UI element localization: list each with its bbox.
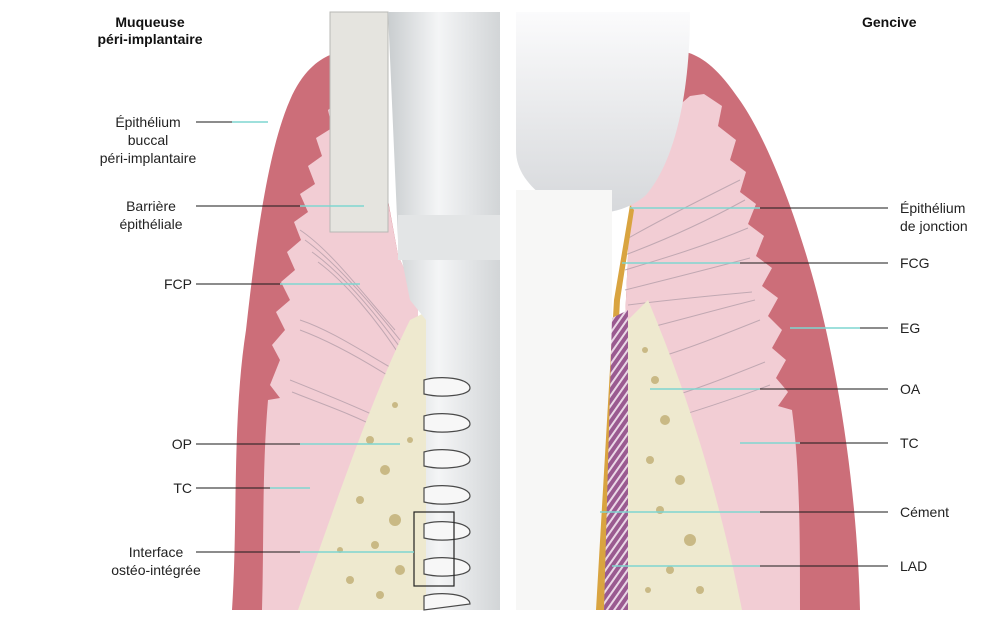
left-panel [232,12,500,610]
label-epithelium-jonction-line-1: Épithélium [900,199,968,217]
label-cement: Cément [900,503,949,521]
label-barriere-line-1: Barrière [106,197,196,215]
implant-abutment [330,12,388,232]
label-epithelium-buccal-line-2: buccal [92,131,204,149]
label-lad: LAD [900,557,927,575]
label-epithelium-buccal: Épithélium buccal péri-implantaire [92,113,204,167]
label-barriere-epitheliale: Barrière épithéliale [106,197,196,233]
label-op: OP [130,435,192,453]
label-epithelium-jonction-line-2: de jonction [900,217,968,235]
label-oa: OA [900,380,920,398]
label-eg: EG [900,319,920,337]
label-epithelium-buccal-line-3: péri-implantaire [92,149,204,167]
implant-collar [398,215,500,260]
label-barriere-line-2: épithéliale [106,215,196,233]
title-left-line-2: péri-implantaire [70,31,230,48]
label-interface-line-1: Interface [104,543,208,561]
label-tc-right: TC [900,434,919,452]
title-left-line-1: Muqueuse [70,14,230,31]
label-interface: Interface ostéo-intégrée [104,543,208,579]
right-panel [516,12,860,610]
label-fcp: FCP [130,275,192,293]
title-left: Muqueuse péri-implantaire [70,14,230,48]
label-epithelium-buccal-line-1: Épithélium [92,113,204,131]
tooth-root [516,190,612,610]
label-epithelium-jonction: Épithélium de jonction [900,199,968,235]
label-tc-left: TC [130,479,192,497]
label-interface-line-2: ostéo-intégrée [104,561,208,579]
label-fcg: FCG [900,254,930,272]
title-right: Gencive [862,14,916,31]
